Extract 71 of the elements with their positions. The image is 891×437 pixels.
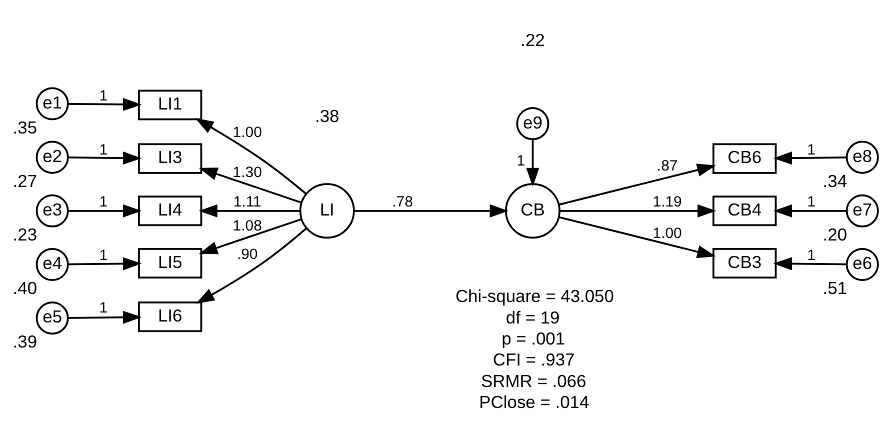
arrow: [196, 227, 308, 304]
node-circle: e4: [36, 247, 69, 280]
label: p = .001: [502, 328, 566, 348]
node-circle: e1: [36, 86, 69, 120]
node-label: .23: [12, 224, 38, 244]
edge-label: 1: [99, 140, 108, 158]
arrow: [773, 204, 846, 217]
node-label: .40: [12, 278, 38, 298]
arrow: [194, 118, 306, 194]
node-label: .34: [822, 170, 848, 190]
edge-label: 1: [99, 299, 108, 316]
label: Chi-square = 43.050: [455, 286, 614, 306]
node-circle: CB: [505, 182, 560, 238]
arrow: [68, 204, 142, 217]
edge-label: 1: [516, 152, 526, 170]
node-box: LI1: [138, 89, 202, 120]
node-label: .22: [520, 30, 545, 50]
node-circle: e9: [516, 106, 550, 140]
edge-label: 1.30: [232, 163, 262, 180]
edge-label: 1.00: [232, 123, 262, 140]
node-label: .27: [12, 170, 38, 190]
edge-label: .87: [656, 157, 678, 174]
edge-label: 1.00: [652, 224, 682, 242]
edge-label: 1: [99, 193, 108, 210]
node-box: CB3: [712, 247, 777, 278]
edge-label: 1: [807, 140, 816, 158]
node-box: LI6: [138, 301, 202, 332]
arrow: [773, 256, 846, 270]
node-circle: e5: [36, 301, 69, 334]
arrow: [68, 256, 142, 270]
arrow: [198, 167, 302, 203]
label: SRMR = .066: [481, 370, 586, 390]
node-circle: e3: [36, 194, 69, 227]
node-circle: e7: [846, 194, 879, 227]
arrow: [560, 204, 716, 217]
node-label: .39: [12, 331, 38, 352]
arrow: [68, 310, 142, 324]
node-label: .38: [314, 106, 340, 126]
edge-label: .90: [236, 246, 258, 263]
edge-label: 1: [807, 246, 816, 264]
node-box: CB4: [712, 195, 777, 226]
node-box: LI3: [138, 142, 202, 174]
label: df = 19: [506, 306, 560, 327]
node-box: CB6: [712, 142, 777, 174]
arrow: [198, 218, 302, 254]
node-box: LI5: [138, 247, 202, 278]
node-circle: e2: [36, 140, 69, 174]
edge-label: 1: [99, 246, 108, 264]
edge-label: 1.08: [232, 216, 262, 234]
edge-label: 1.11: [233, 193, 262, 210]
arrow: [773, 151, 846, 164]
arrow: [68, 151, 142, 164]
node-label: .20: [822, 224, 848, 244]
edge-label: 1.19: [652, 193, 682, 210]
arrow: [526, 138, 540, 186]
node-box: LI4: [138, 195, 202, 226]
arrow: [198, 204, 300, 217]
node-circle: LI: [299, 182, 355, 238]
node-circle: e8: [846, 140, 879, 174]
node-label: .35: [12, 116, 38, 137]
label: CFI = .937: [492, 349, 575, 370]
edge-label: .78: [392, 193, 413, 210]
arrow: [354, 204, 508, 217]
arrow: [558, 163, 716, 206]
arrow: [558, 216, 716, 258]
node-circle: e6: [846, 247, 879, 280]
label: PClose = .014: [479, 392, 590, 412]
node-label: .51: [822, 278, 848, 298]
edge-label: 1: [99, 87, 108, 104]
arrow: [68, 97, 142, 111]
edge-label: 1: [807, 193, 816, 210]
